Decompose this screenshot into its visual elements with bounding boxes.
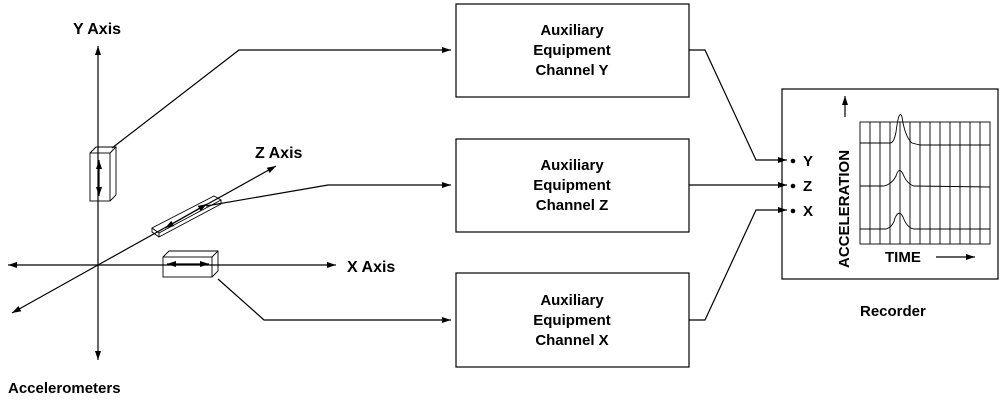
- recorder-trace-x: [860, 212, 990, 230]
- recorder: Y Z X ACCELERATION TIME: [781, 88, 999, 280]
- accelerometer-z: [151, 195, 222, 238]
- channel-y-box: Auxiliary Equipment Channel Y: [455, 3, 690, 98]
- channel-y-line-3: Channel Y: [535, 62, 608, 79]
- connector-channel-y-to-recorder: [689, 49, 787, 163]
- recorder-label: Recorder: [860, 303, 926, 320]
- connector-channel-x-to-recorder: [689, 207, 787, 321]
- channel-x-line-3: Channel X: [535, 332, 608, 349]
- recorder-trace-y: [860, 114, 990, 146]
- recorder-grid-frame: [859, 121, 991, 245]
- recorder-grid: [859, 121, 991, 245]
- connector-x-to-channel-x: [217, 278, 451, 323]
- accelerometers-label: Accelerometers: [8, 380, 121, 397]
- channel-y-line-2: Equipment: [533, 42, 611, 59]
- recorder-input-x-label: X: [803, 203, 813, 220]
- z-axis-label: Z Axis: [255, 145, 303, 162]
- x-axis-label: X Axis: [347, 259, 395, 276]
- channel-z-line-2: Equipment: [533, 177, 611, 194]
- recorder-input-y-dot: [790, 158, 796, 164]
- channel-z-line-3: Channel Z: [536, 197, 609, 214]
- channel-z-box: Auxiliary Equipment Channel Z: [455, 138, 690, 233]
- channel-x-line-2: Equipment: [533, 312, 611, 329]
- channel-x-line-1: Auxiliary: [540, 292, 604, 309]
- accelerometer-y: [89, 146, 117, 202]
- recorder-trace-z: [860, 170, 991, 188]
- time-label: TIME: [885, 249, 921, 266]
- recorder-input-y-label: Y: [803, 153, 813, 170]
- channel-x-box: Auxiliary Equipment Channel X: [455, 272, 690, 368]
- y-axis-label: Y Axis: [73, 21, 121, 38]
- connector-y-to-channel-y: [111, 47, 451, 149]
- channel-y-line-1: Auxiliary: [540, 22, 604, 39]
- acceleration-label: ACCELERATION: [836, 150, 853, 268]
- connector-z-to-channel-z: [205, 182, 451, 207]
- coordinate-axes: [8, 46, 336, 360]
- accelerometer-x: [162, 250, 219, 278]
- recorder-input-z-dot: [790, 183, 796, 189]
- accelerometer-z-arrow-in-icon: [164, 215, 187, 229]
- accelerometer-z-arrow-out-icon: [185, 203, 208, 217]
- z-axis-negative-line: [11, 264, 99, 314]
- recorder-box: [781, 88, 999, 280]
- channel-z-line-1: Auxiliary: [540, 157, 604, 174]
- recorder-input-x-dot: [790, 208, 796, 214]
- recorder-input-z-label: Z: [803, 178, 812, 195]
